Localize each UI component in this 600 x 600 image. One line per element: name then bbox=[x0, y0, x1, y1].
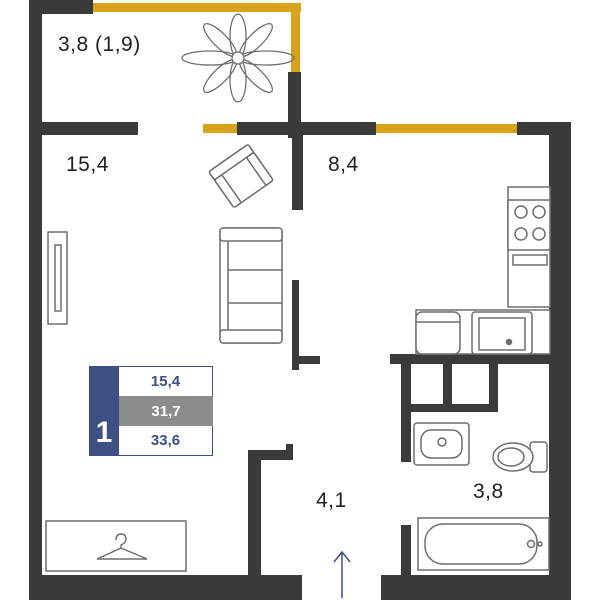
window-kitchen bbox=[376, 124, 517, 133]
wall-closet-divider-2 bbox=[489, 364, 498, 412]
wall-top-left bbox=[29, 0, 93, 14]
hanger-icon bbox=[96, 533, 148, 560]
wall-hall-stub bbox=[248, 450, 293, 460]
stove-icon bbox=[507, 186, 551, 308]
windows bbox=[93, 3, 517, 133]
wall-balcony-left bbox=[42, 122, 138, 135]
wall-top-right bbox=[517, 122, 571, 135]
wall-left bbox=[29, 0, 42, 600]
total-area-value: 33,6 bbox=[119, 426, 213, 456]
bathtub-icon bbox=[417, 517, 550, 571]
window-balcony-side bbox=[291, 3, 300, 72]
armchair-icon bbox=[208, 144, 274, 208]
wall-bath-lower bbox=[401, 525, 411, 575]
wall-closet-divider bbox=[443, 364, 452, 412]
wall-closet-bottom bbox=[411, 404, 498, 412]
wall-bath-top bbox=[390, 354, 549, 364]
wall-balcony-corner bbox=[288, 72, 301, 138]
entrance-arrow-icon bbox=[333, 550, 351, 598]
rooms-count-badge: 1 bbox=[89, 366, 119, 456]
plant-icon bbox=[181, 13, 295, 103]
wall-hall-left bbox=[248, 450, 261, 575]
window-balcony-top bbox=[93, 3, 301, 12]
balcony-area-label: 3,8 (1,9) bbox=[58, 33, 141, 56]
kitchen-sink-icon bbox=[471, 311, 533, 355]
wall-bottom-right bbox=[381, 575, 571, 600]
wall-stub bbox=[292, 356, 320, 364]
kitchen-area-label: 8,4 bbox=[328, 153, 359, 176]
wall-bath-left bbox=[401, 364, 411, 462]
wall-partition bbox=[292, 135, 303, 210]
wall-partition-low bbox=[292, 280, 299, 370]
wall-top-mid bbox=[237, 122, 376, 135]
wall-right bbox=[549, 122, 571, 600]
bath-area-label: 3,8 bbox=[473, 480, 504, 503]
sofa-icon bbox=[219, 227, 283, 344]
window-living bbox=[203, 124, 237, 133]
living-area-value: 15,4 bbox=[119, 366, 213, 396]
cabinet-icon bbox=[415, 311, 461, 355]
tv-stand-icon bbox=[47, 231, 68, 325]
hall-area-label: 4,1 bbox=[316, 489, 347, 512]
living-area-label: 15,4 bbox=[66, 153, 109, 176]
useful-area-value: 31,7 bbox=[119, 396, 213, 426]
toilet-icon bbox=[492, 441, 548, 473]
wardrobe-icon bbox=[45, 520, 187, 572]
area-legend: 1 15,4 31,7 33,6 bbox=[89, 366, 213, 456]
walls bbox=[29, 0, 571, 600]
sink-icon bbox=[413, 422, 470, 466]
wall-bottom-left bbox=[29, 575, 302, 600]
wall-hall-top bbox=[286, 444, 293, 460]
